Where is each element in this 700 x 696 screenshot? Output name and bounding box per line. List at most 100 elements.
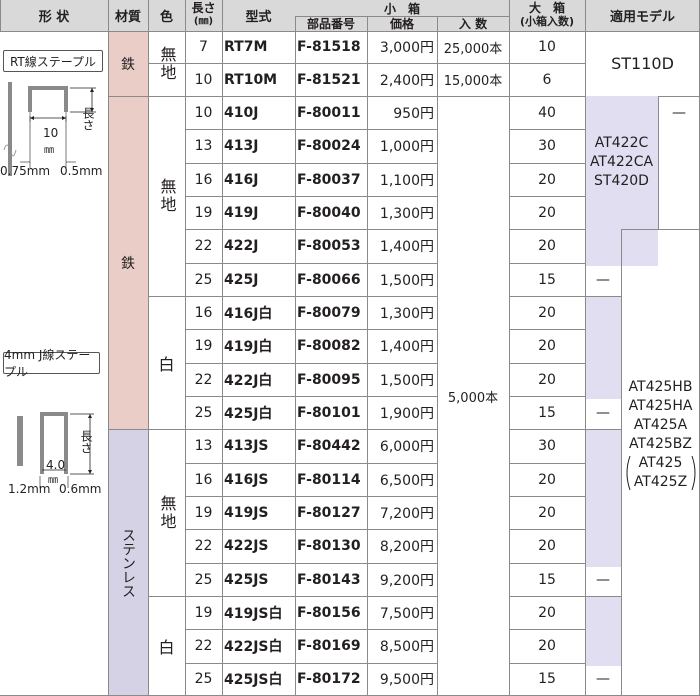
price-cell: 6,500円: [379, 472, 434, 489]
length-cell: 22: [194, 371, 213, 388]
header-shape: 形 状: [38, 10, 70, 25]
length-cell: 19: [194, 504, 213, 521]
part-number-cell: F-80130: [297, 538, 361, 554]
dash-mark: —: [596, 271, 610, 288]
model-at422-group: AT422C AT422CA ST420D: [589, 135, 654, 189]
model-code-cell: 419JS白: [224, 605, 283, 622]
price-cell: 1,500円: [379, 272, 434, 289]
part-number-cell: F-80011: [297, 104, 361, 121]
model-code-cell: 419J白: [224, 339, 273, 355]
large-box-cell: 40: [538, 104, 556, 121]
large-box-cell: 20: [538, 638, 556, 654]
header-qty: 入 数: [458, 17, 488, 31]
color-label-plain-rt: 無地: [157, 45, 177, 82]
price-cell: 7,500円: [379, 605, 434, 622]
model-code-cell: 416J: [224, 171, 259, 188]
length-cell: 25: [194, 404, 213, 421]
header-length: 長さ (㎜): [191, 1, 216, 27]
model-st110d: ST110D: [611, 54, 674, 73]
material-iron-j: [108, 96, 148, 429]
color-label-plain-js: 無地: [157, 494, 177, 531]
length-cell: 13: [194, 438, 213, 454]
model-code-cell: 422JS: [224, 538, 269, 554]
bracket-left-icon: [626, 455, 631, 491]
j-length-label: 長さ: [79, 430, 93, 454]
length-cell: 22: [194, 538, 213, 554]
length-cell: 22: [194, 638, 213, 654]
header-model: 型式: [245, 10, 272, 25]
header-small-box: 小 箱: [383, 1, 420, 16]
dash-mark: —: [596, 671, 610, 687]
dash-mark: —: [672, 104, 686, 121]
part-number-cell: F-80101: [297, 404, 361, 421]
price-cell: 1,900円: [379, 405, 434, 422]
part-number-cell: F-80156: [297, 604, 361, 621]
j-staple-label: 4mm J線ステープル: [3, 348, 100, 379]
model-code-cell: 422J: [224, 238, 259, 254]
large-box-cell: 20: [538, 338, 556, 354]
large-box-cell: 20: [538, 171, 556, 188]
length-cell: 22: [194, 238, 213, 254]
length-cell: 19: [194, 604, 213, 621]
bracket-right-icon: [691, 455, 696, 491]
model-code-cell: 413J: [224, 138, 259, 154]
model-code-cell: RT7M: [224, 39, 268, 55]
large-box-cell: 15: [538, 271, 556, 288]
model-code-cell: 425J白: [224, 405, 273, 422]
header-part-no: 部品番号: [306, 17, 355, 31]
header-large-box: 大 箱 (小箱入数): [519, 1, 575, 28]
j-width-unit: ㎜: [48, 475, 58, 486]
part-number-cell: F-80127: [297, 504, 361, 521]
price-cell: 9,200円: [379, 572, 434, 589]
model-code-cell: 413JS: [224, 438, 269, 454]
material-label-iron-j: 鉄: [121, 255, 135, 272]
j-staple-diagram: [17, 412, 94, 488]
header-applicable: 適用モデル: [609, 10, 675, 25]
part-number-cell: F-80114: [297, 471, 361, 488]
model-code-cell: 410J: [224, 104, 259, 121]
model-code-cell: 419JS: [224, 504, 269, 521]
large-box-cell: 30: [538, 138, 556, 154]
price-cell: 1,000円: [379, 139, 434, 155]
rt-staple-label: RT線ステープル: [3, 50, 103, 72]
length-cell: 16: [194, 304, 213, 321]
large-box-cell: 20: [538, 504, 556, 521]
model-code-cell: 416JS: [224, 471, 269, 488]
model-code-cell: 422J白: [224, 372, 273, 389]
price-cell: 1,500円: [379, 372, 434, 389]
material-label-iron-rt: 鉄: [121, 56, 135, 73]
price-cell: 2,400円: [379, 72, 434, 89]
part-number-cell: F-80143: [297, 571, 361, 588]
length-cell: 16: [194, 171, 213, 188]
j-left-thickness: 1.2mm: [8, 482, 51, 496]
length-cell: 25: [194, 271, 213, 288]
large-box-cell: 20: [538, 471, 556, 488]
color-label-white-js: 白: [158, 638, 175, 657]
rt-width-unit: ㎜: [44, 145, 54, 156]
length-cell: 19: [194, 204, 213, 221]
model-code-cell: 419J: [224, 204, 259, 221]
qty-cell: 25,000本: [443, 41, 503, 57]
material-stainless: [108, 429, 148, 696]
large-box-cell: 15: [538, 571, 556, 588]
large-box-cell: 20: [538, 238, 556, 254]
j-width-label: 4.0: [46, 458, 66, 472]
large-box-cell: 10: [538, 39, 556, 55]
length-cell: 7: [199, 39, 208, 55]
header-color: 色: [159, 10, 173, 25]
price-cell: 8,500円: [379, 639, 434, 655]
part-number-cell: F-80442: [297, 438, 361, 454]
dash-mark: —: [596, 404, 610, 421]
part-number-cell: F-81518: [297, 39, 361, 55]
price-cell: 8,200円: [379, 539, 434, 555]
part-number-cell: F-80024: [297, 138, 361, 154]
length-cell: 19: [194, 338, 213, 354]
large-box-cell: 20: [538, 371, 556, 388]
length-cell: 25: [194, 571, 213, 588]
qty-cell: 15,000本: [443, 74, 503, 89]
price-cell: 1,300円: [379, 205, 434, 222]
price-cell: 6,000円: [379, 439, 434, 455]
model-at425-paren-group: AT425 AT425Z: [621, 454, 700, 492]
part-number-cell: F-81521: [297, 71, 361, 88]
large-box-cell: 20: [538, 304, 556, 321]
